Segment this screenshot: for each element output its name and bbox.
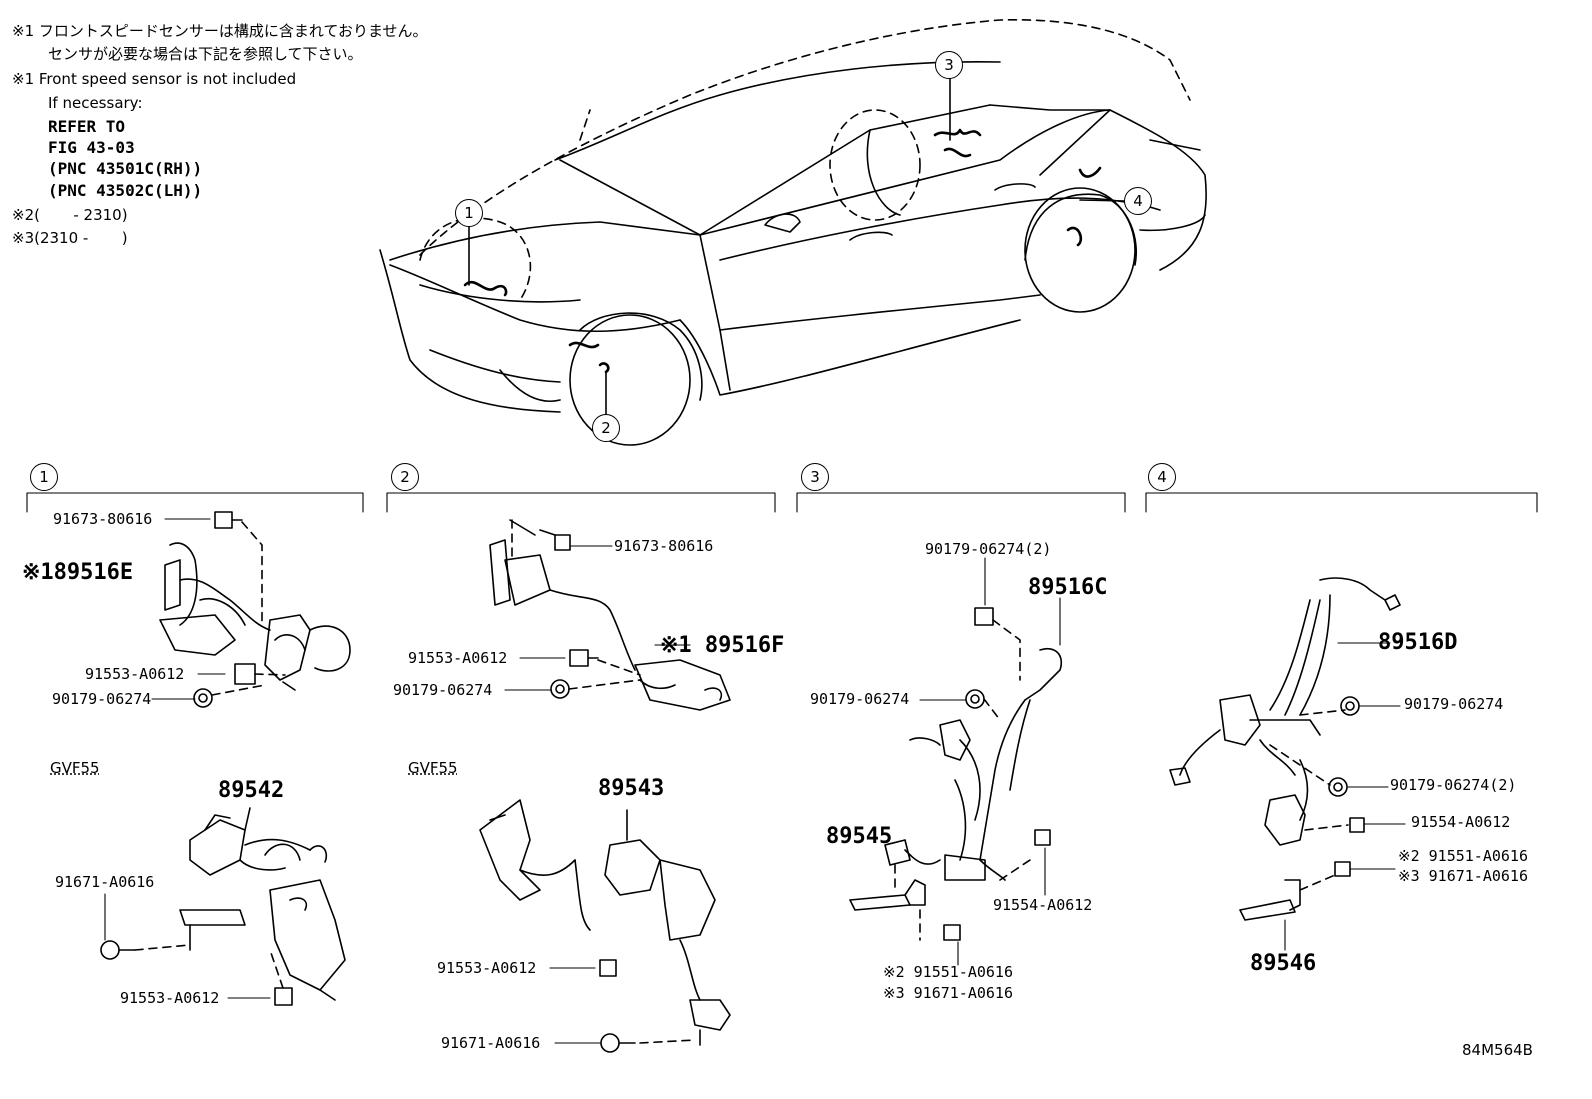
section-3-number: 3 — [801, 463, 829, 491]
part-number: 90179-06274(2) — [925, 540, 1052, 558]
callout-2-car: 2 — [592, 414, 620, 442]
variant-model-code: GVF55 — [408, 759, 458, 777]
section-4-number: 4 — [1148, 463, 1176, 491]
main-part-number: ※1 89516F — [660, 633, 785, 658]
part-number: 91673-80616 — [53, 510, 153, 528]
callout-3-car: 3 — [935, 51, 963, 79]
main-part-number: 89543 — [598, 776, 665, 801]
part-number: 91554-A0612 — [993, 896, 1093, 914]
part-number: 90179-06274 — [52, 690, 152, 708]
refer-line: FIG 43-03 — [48, 138, 135, 157]
part-number: 91671-A0616 — [55, 873, 155, 891]
part-number: 91553-A0612 — [85, 665, 185, 683]
part-number: 90179-06274 — [1404, 695, 1504, 713]
main-part-number: 89516D — [1378, 630, 1458, 655]
section-2-art — [479, 519, 731, 1053]
part-number: 91553-A0612 — [408, 649, 508, 667]
part-number: ※2 91551-A0616 — [883, 963, 1013, 981]
part-number: ※3 91671-A0616 — [883, 984, 1013, 1002]
main-part-number: 89542 — [218, 778, 285, 803]
part-number: ※3 91671-A0616 — [1398, 867, 1528, 885]
section-2-number: 2 — [391, 463, 419, 491]
main-part-number: 89545 — [826, 824, 893, 849]
footnote-3: ※3(2310 - ) — [12, 229, 128, 247]
note-en-line1: ※1 Front speed sensor is not included — [12, 70, 297, 88]
part-number: 91554-A0612 — [1411, 813, 1511, 831]
refer-line: (PNC 43501C(RH)) — [48, 159, 203, 178]
section-4-art — [1169, 577, 1406, 951]
part-number: 91671-A0616 — [441, 1034, 541, 1052]
section-1-number: 1 — [30, 463, 58, 491]
part-number: ※2 91551-A0616 — [1398, 847, 1528, 865]
car-outline — [379, 18, 1207, 446]
main-part-number: 89516C — [1028, 575, 1108, 600]
section-brackets — [26, 492, 1538, 513]
main-part-number: ※189516E — [22, 560, 134, 585]
footnote-2: ※2( - 2310) — [12, 206, 128, 224]
note-en-line2: If necessary: — [48, 94, 143, 112]
refer-line: (PNC 43502C(LH)) — [48, 181, 203, 200]
variant-model-code: GVF55 — [50, 759, 100, 777]
part-number: 90179-06274(2) — [1390, 776, 1517, 794]
part-number: 90179-06274 — [810, 690, 910, 708]
part-number: 91553-A0612 — [437, 959, 537, 977]
callout-1-car: 1 — [455, 199, 483, 227]
part-number: 90179-06274 — [393, 681, 493, 699]
refer-line: REFER TO — [48, 117, 126, 136]
figure-code: 84M564B — [1462, 1041, 1533, 1059]
note-jp-line2: センサが必要な場合は下記を参照して下さい。 — [48, 45, 363, 63]
callout-4-car: 4 — [1124, 187, 1152, 215]
part-number: 91553-A0612 — [120, 989, 220, 1007]
section-1-art — [100, 511, 351, 1006]
part-number: 91673-80616 — [614, 537, 714, 555]
note-jp-line1: ※1 フロントスピードセンサーは構成に含まれておりません。 — [12, 22, 428, 40]
main-part-number: 89546 — [1250, 951, 1317, 976]
section-3-art — [849, 557, 1062, 966]
